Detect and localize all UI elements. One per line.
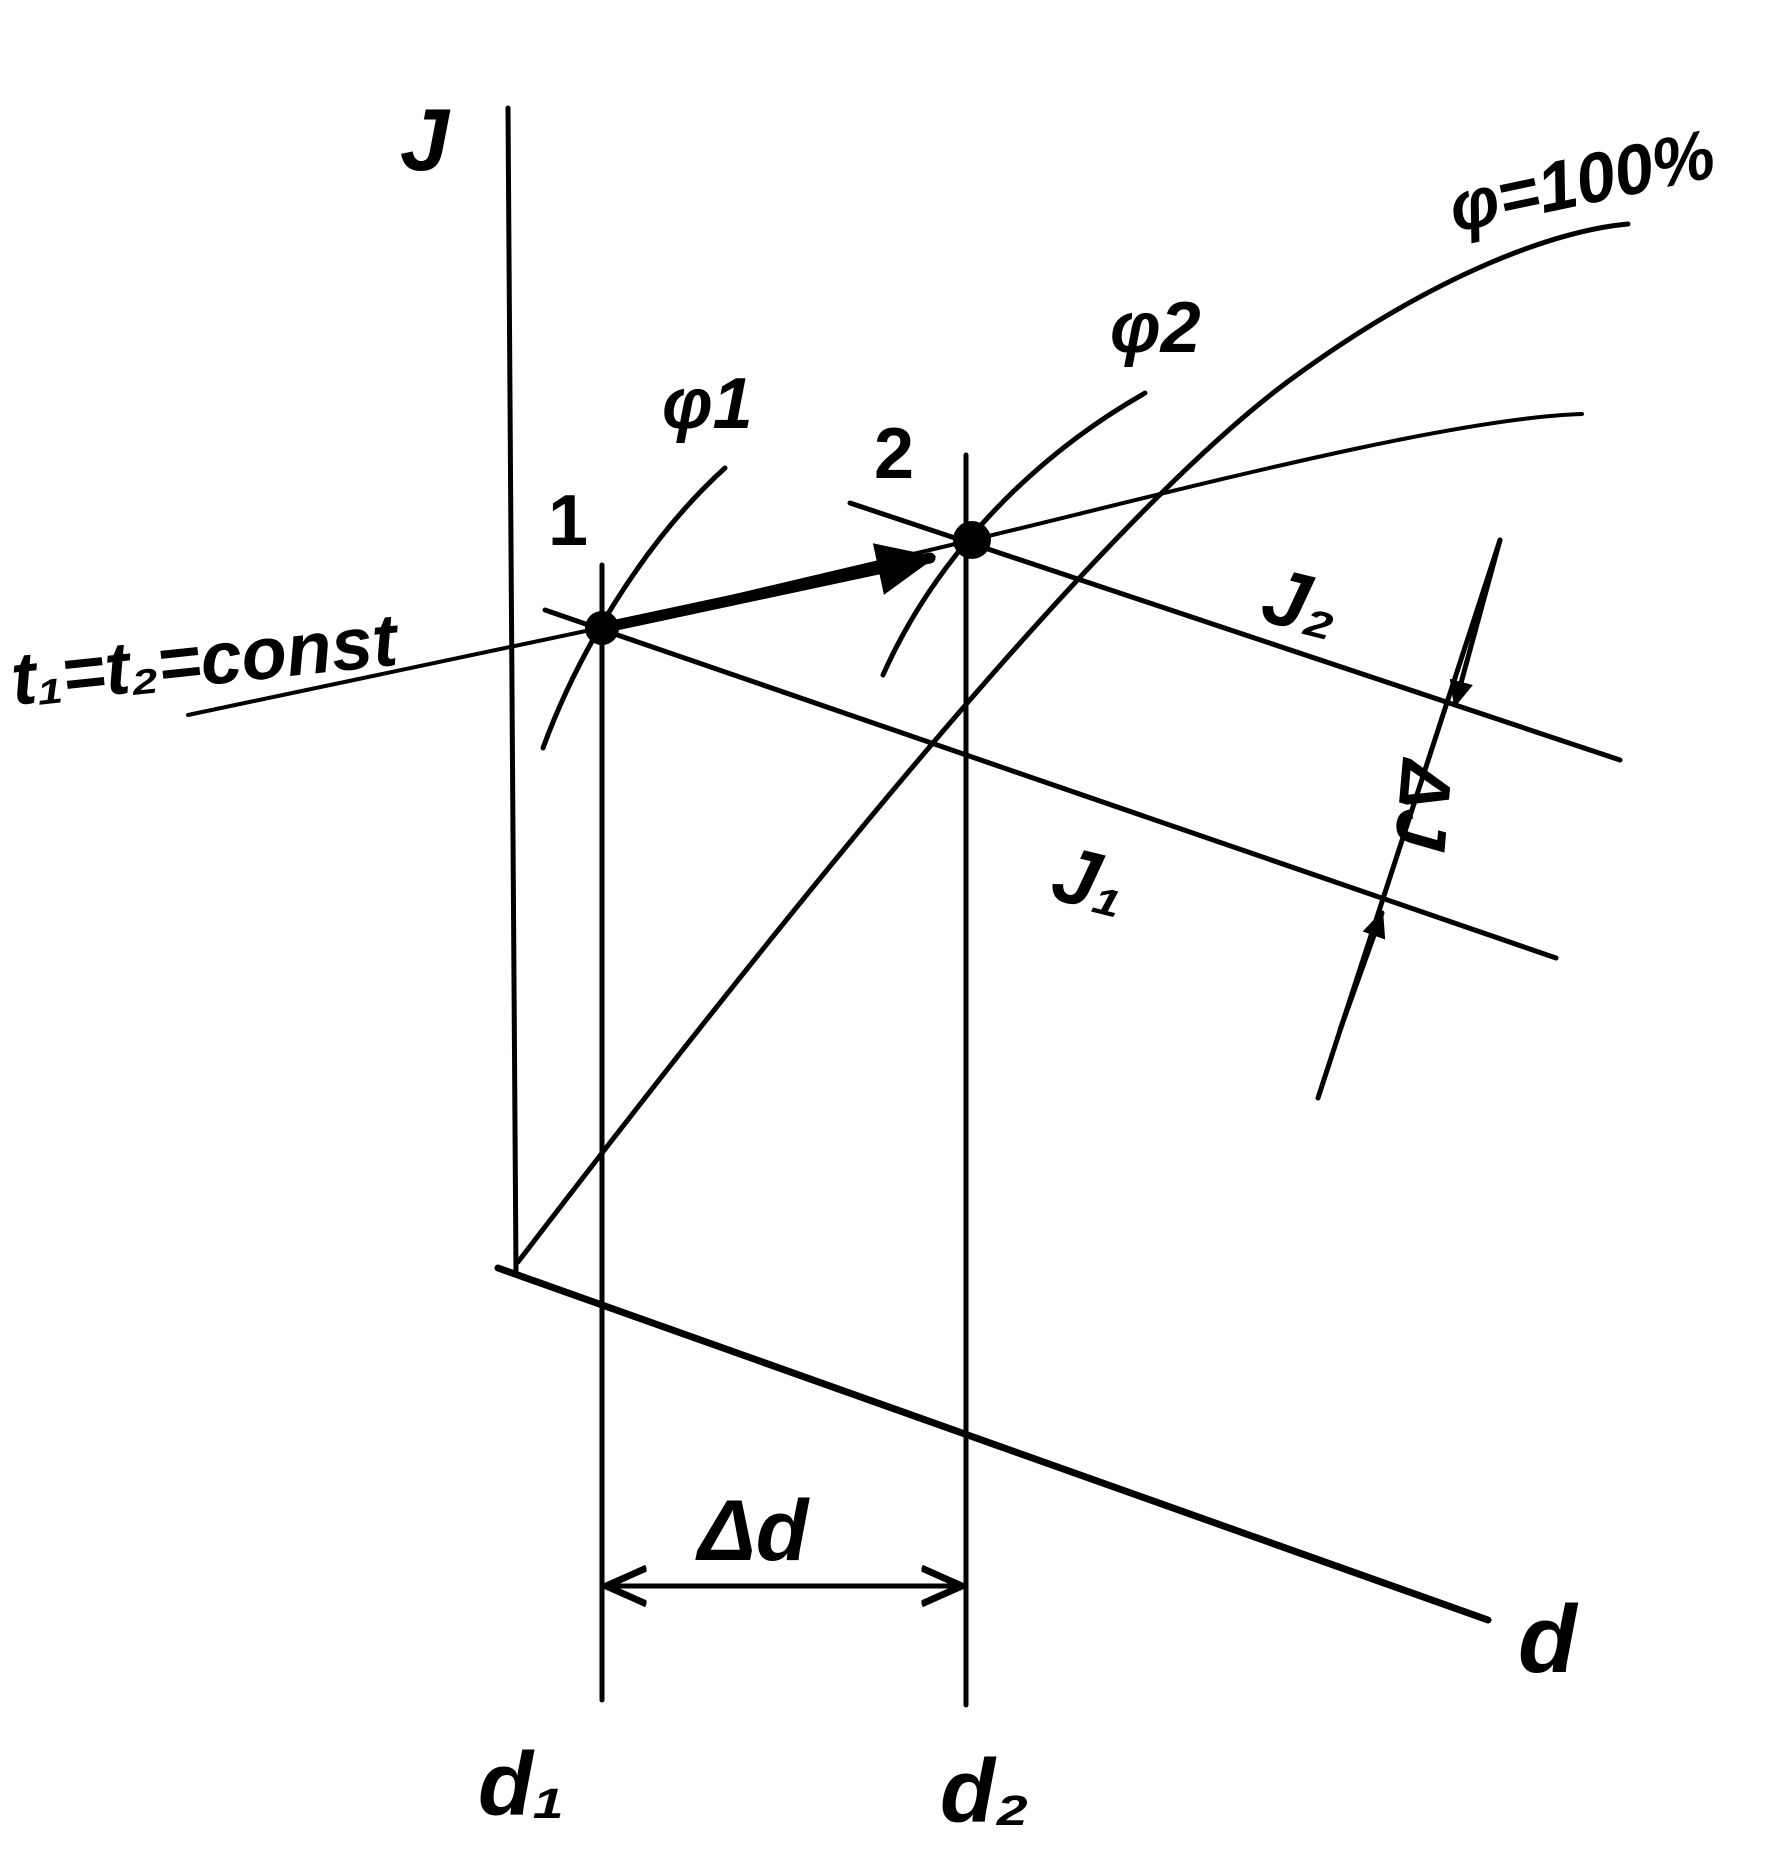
state-point-2 bbox=[953, 521, 991, 559]
enthalpy-j1-label: J₁ bbox=[1044, 828, 1136, 932]
delta-d-label: Δd bbox=[695, 1483, 810, 1579]
enthalpy-j2-label: J₂ bbox=[1254, 550, 1348, 655]
isotherm-label: t₁=t₂=const bbox=[7, 598, 404, 721]
phi1-curve bbox=[540, 465, 728, 751]
delta-j-arrow-top bbox=[1449, 537, 1503, 708]
phi2-curve bbox=[880, 390, 1148, 678]
saturation-curve bbox=[515, 221, 1631, 1265]
moisture-axis bbox=[494, 1264, 1492, 1624]
process-arrow-1-2 bbox=[596, 543, 937, 634]
enthalpy-axis-label: J bbox=[400, 90, 451, 189]
enthalpy-axis bbox=[505, 105, 519, 1275]
delta-j-label: ΔJ bbox=[1379, 755, 1467, 855]
state-point-1 bbox=[585, 611, 619, 645]
enthalpy-line-j1 bbox=[542, 607, 1559, 961]
moisture-axis-label: d bbox=[1518, 1586, 1579, 1693]
d1-label: d₁ bbox=[478, 1735, 565, 1835]
phi1-label: φ1 bbox=[662, 364, 753, 444]
point-1-label: 1 bbox=[548, 481, 588, 561]
delta-j-arrow-bottom bbox=[1337, 910, 1386, 1033]
point-2-label: 2 bbox=[874, 414, 914, 494]
saturation-curve-label: φ=100% bbox=[1442, 114, 1722, 246]
phi2-label: φ2 bbox=[1110, 288, 1201, 368]
d2-label: d₂ bbox=[940, 1742, 1029, 1842]
isotherm-line bbox=[186, 412, 1584, 717]
